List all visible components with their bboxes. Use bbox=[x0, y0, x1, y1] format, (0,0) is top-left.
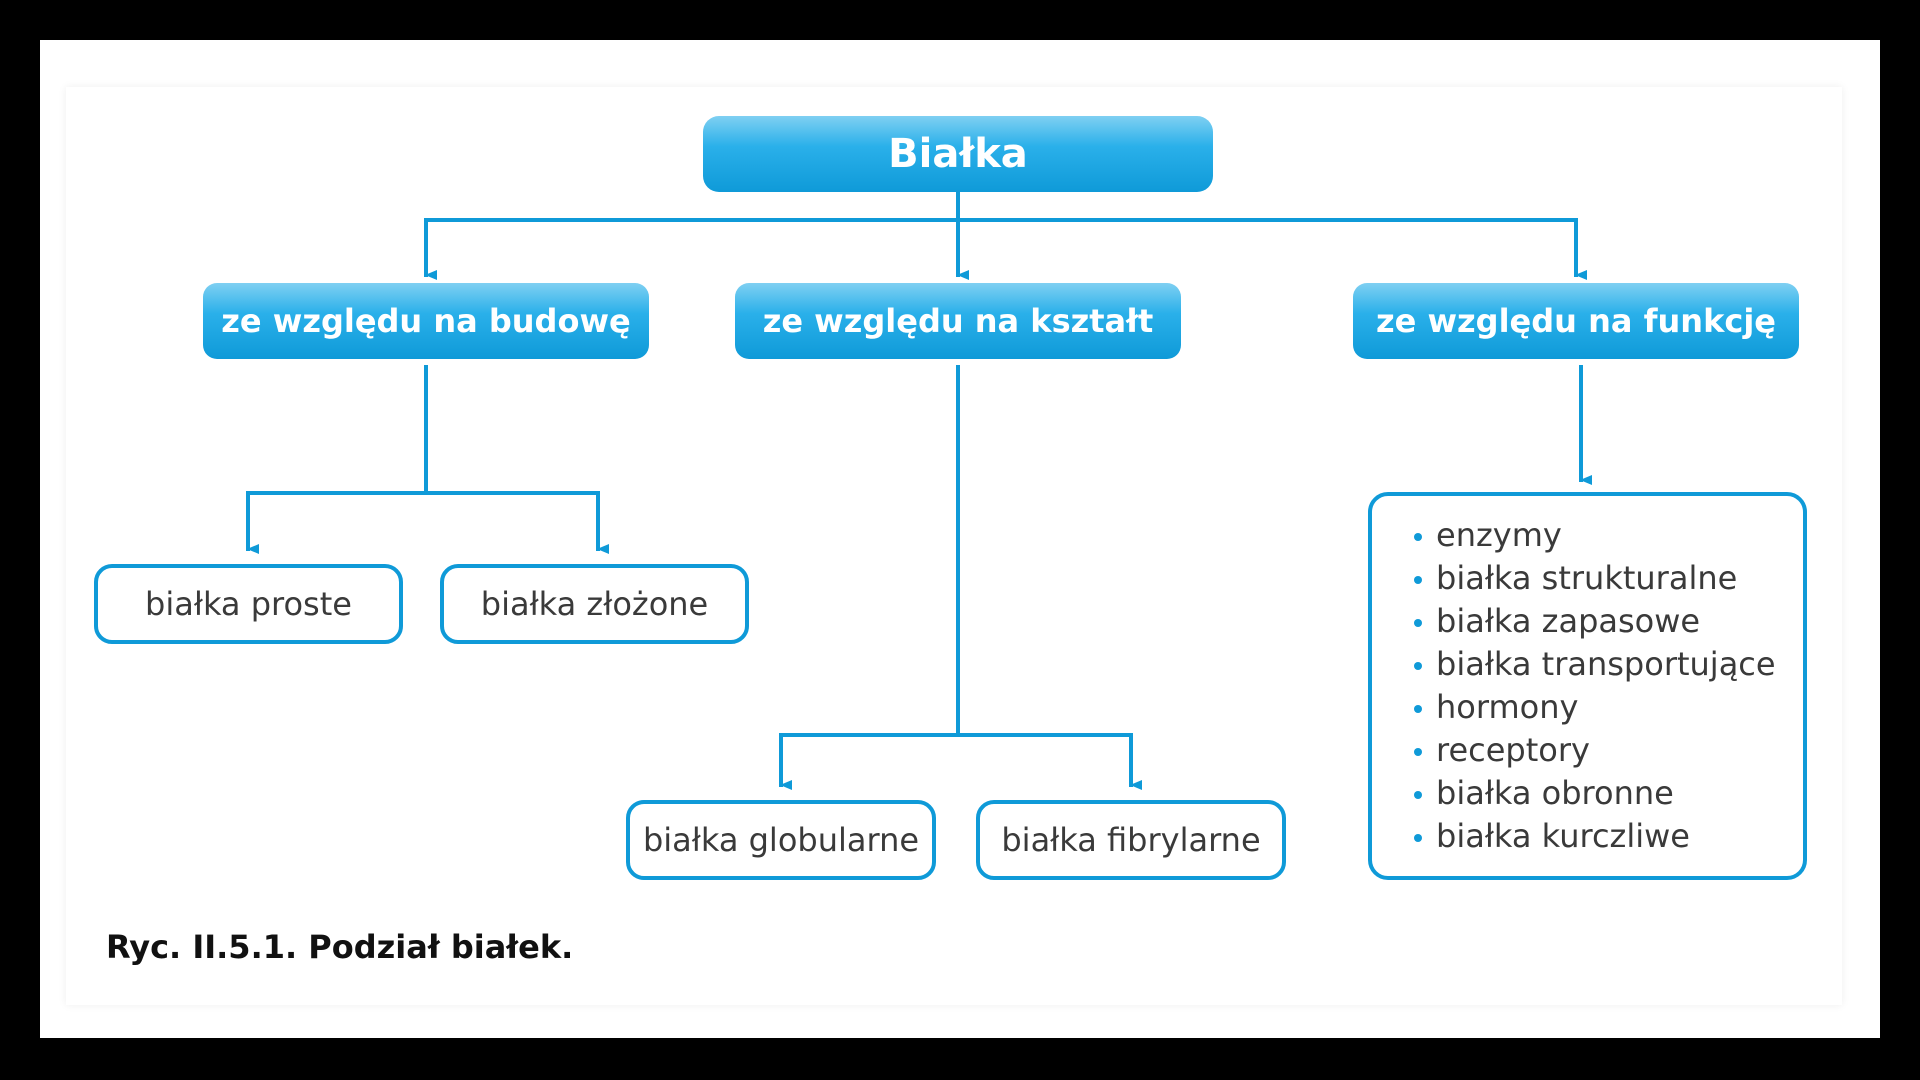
function-list-item: białka transportujące bbox=[1414, 643, 1776, 686]
function-list-item: receptory bbox=[1414, 729, 1776, 772]
figure-caption: Ryc. II.5.1. Podział białek. bbox=[106, 928, 574, 966]
bullet-icon bbox=[1414, 533, 1422, 541]
function-list-item: białka obronne bbox=[1414, 772, 1776, 815]
function-list-item: enzymy bbox=[1414, 514, 1776, 557]
function-list-box: enzymy białka strukturalne białka zapaso… bbox=[1368, 492, 1807, 880]
leaf-fibrous-proteins: białka fibrylarne bbox=[976, 800, 1286, 880]
function-list-item: białka zapasowe bbox=[1414, 600, 1776, 643]
function-item-label: białka kurczliwe bbox=[1436, 817, 1690, 855]
function-item-label: białka obronne bbox=[1436, 774, 1674, 812]
leaf-simple-proteins: białka proste bbox=[94, 564, 403, 644]
function-item-label: białka transportujące bbox=[1436, 645, 1776, 683]
bullet-icon bbox=[1414, 791, 1422, 799]
bullet-icon bbox=[1414, 834, 1422, 842]
function-item-label: hormony bbox=[1436, 688, 1579, 726]
bullet-icon bbox=[1414, 619, 1422, 627]
bullet-icon bbox=[1414, 705, 1422, 713]
category-structure: ze względu na budowę bbox=[203, 283, 649, 359]
function-list-item: białka kurczliwe bbox=[1414, 815, 1776, 858]
category-function: ze względu na funkcję bbox=[1353, 283, 1799, 359]
bullet-icon bbox=[1414, 748, 1422, 756]
function-item-label: białka strukturalne bbox=[1436, 559, 1738, 597]
function-item-label: enzymy bbox=[1436, 516, 1562, 554]
bullet-icon bbox=[1414, 576, 1422, 584]
category-shape: ze względu na kształt bbox=[735, 283, 1181, 359]
leaf-complex-proteins: białka złożone bbox=[440, 564, 749, 644]
function-list-item: hormony bbox=[1414, 686, 1776, 729]
bullet-icon bbox=[1414, 662, 1422, 670]
function-item-label: białka zapasowe bbox=[1436, 602, 1701, 640]
function-item-label: receptory bbox=[1436, 731, 1590, 769]
leaf-globular-proteins: białka globularne bbox=[626, 800, 936, 880]
function-list: enzymy białka strukturalne białka zapaso… bbox=[1414, 514, 1776, 858]
root-node: Białka bbox=[703, 116, 1213, 192]
function-list-item: białka strukturalne bbox=[1414, 557, 1776, 600]
